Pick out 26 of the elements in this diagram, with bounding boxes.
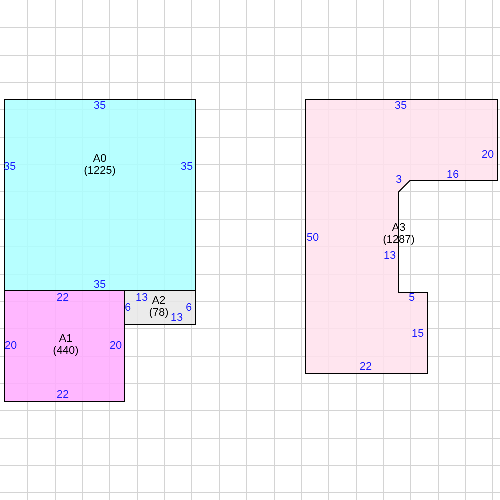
region-name: A2 xyxy=(151,295,167,307)
dimension-label: 20 xyxy=(4,340,18,352)
region-name: A0 xyxy=(92,153,108,165)
dimension-label: 13 xyxy=(170,312,184,324)
dimension-label: 35 xyxy=(394,100,408,112)
dimension-label: 6 xyxy=(124,302,132,314)
dimension-label: 35 xyxy=(94,100,106,112)
dimension-label: 6 xyxy=(186,302,192,314)
dimension-label: 50 xyxy=(306,232,320,244)
dimension-label: 15 xyxy=(412,328,424,340)
dimension-label: 22 xyxy=(56,292,70,304)
area-value: (1225) xyxy=(84,165,116,177)
dimension-label: 13 xyxy=(384,250,396,262)
dimension-label: 3 xyxy=(396,174,402,186)
dimension-label: 22 xyxy=(56,389,70,401)
region-name: A1 xyxy=(58,333,74,345)
dimension-label: 20 xyxy=(482,149,494,161)
dimension-label: 13 xyxy=(136,292,148,304)
dimension-label: 35 xyxy=(94,279,106,291)
dimension-label: 16 xyxy=(446,169,460,181)
dimension-label: 5 xyxy=(408,292,416,304)
area-value: (440) xyxy=(53,345,79,357)
dimension-label: 20 xyxy=(110,340,122,352)
dimension-label: 35 xyxy=(180,161,194,173)
area-value: (78) xyxy=(149,307,169,319)
dimension-label: 22 xyxy=(360,361,372,373)
